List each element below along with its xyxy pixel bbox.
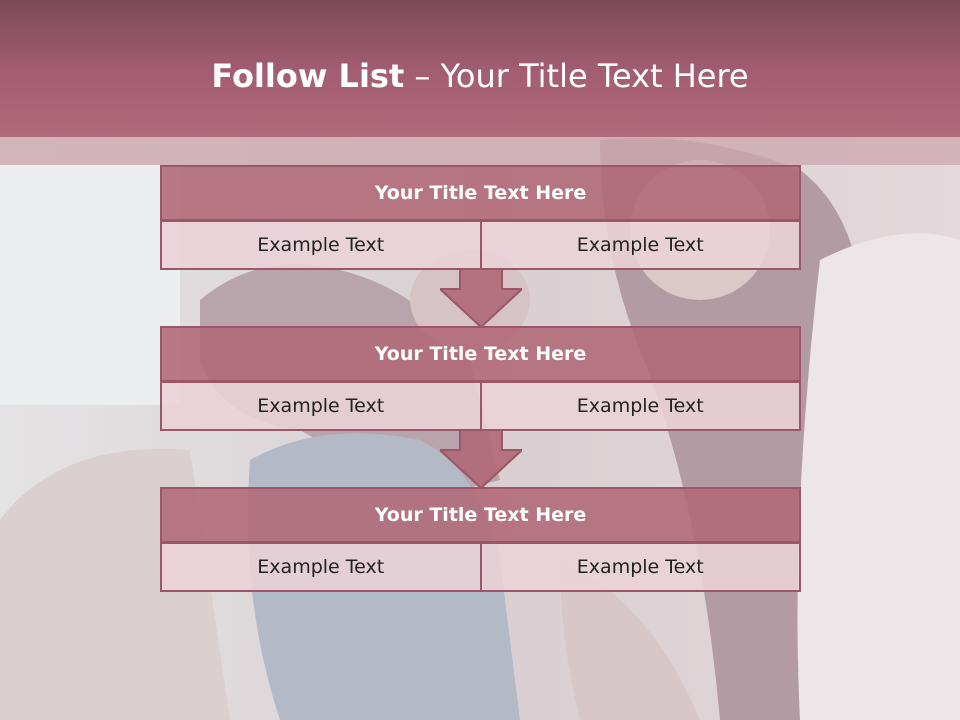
block-row: Example Text Example Text [160,542,801,592]
slide-title: Follow List – Your Title Text Here [0,56,960,96]
slide-title-rest: – Your Title Text Here [404,57,749,95]
block-cell-right: Example Text [479,220,801,270]
block-title: Your Title Text Here [160,487,801,543]
follow-block-1: Your Title Text Here Example Text Exampl… [160,165,801,270]
block-title: Your Title Text Here [160,165,801,221]
follow-block-3: Your Title Text Here Example Text Exampl… [160,487,801,592]
block-cell-left: Example Text [160,381,482,431]
title-bar [0,0,960,137]
slide-title-bold: Follow List [211,57,405,95]
block-title: Your Title Text Here [160,326,801,382]
header-band [0,137,960,165]
down-arrow-icon [440,269,522,329]
block-row: Example Text Example Text [160,381,801,431]
follow-block-2: Your Title Text Here Example Text Exampl… [160,326,801,431]
block-row: Example Text Example Text [160,220,801,270]
block-cell-right: Example Text [479,542,801,592]
down-arrow-icon [440,430,522,490]
block-cell-left: Example Text [160,220,482,270]
block-cell-right: Example Text [479,381,801,431]
block-cell-left: Example Text [160,542,482,592]
